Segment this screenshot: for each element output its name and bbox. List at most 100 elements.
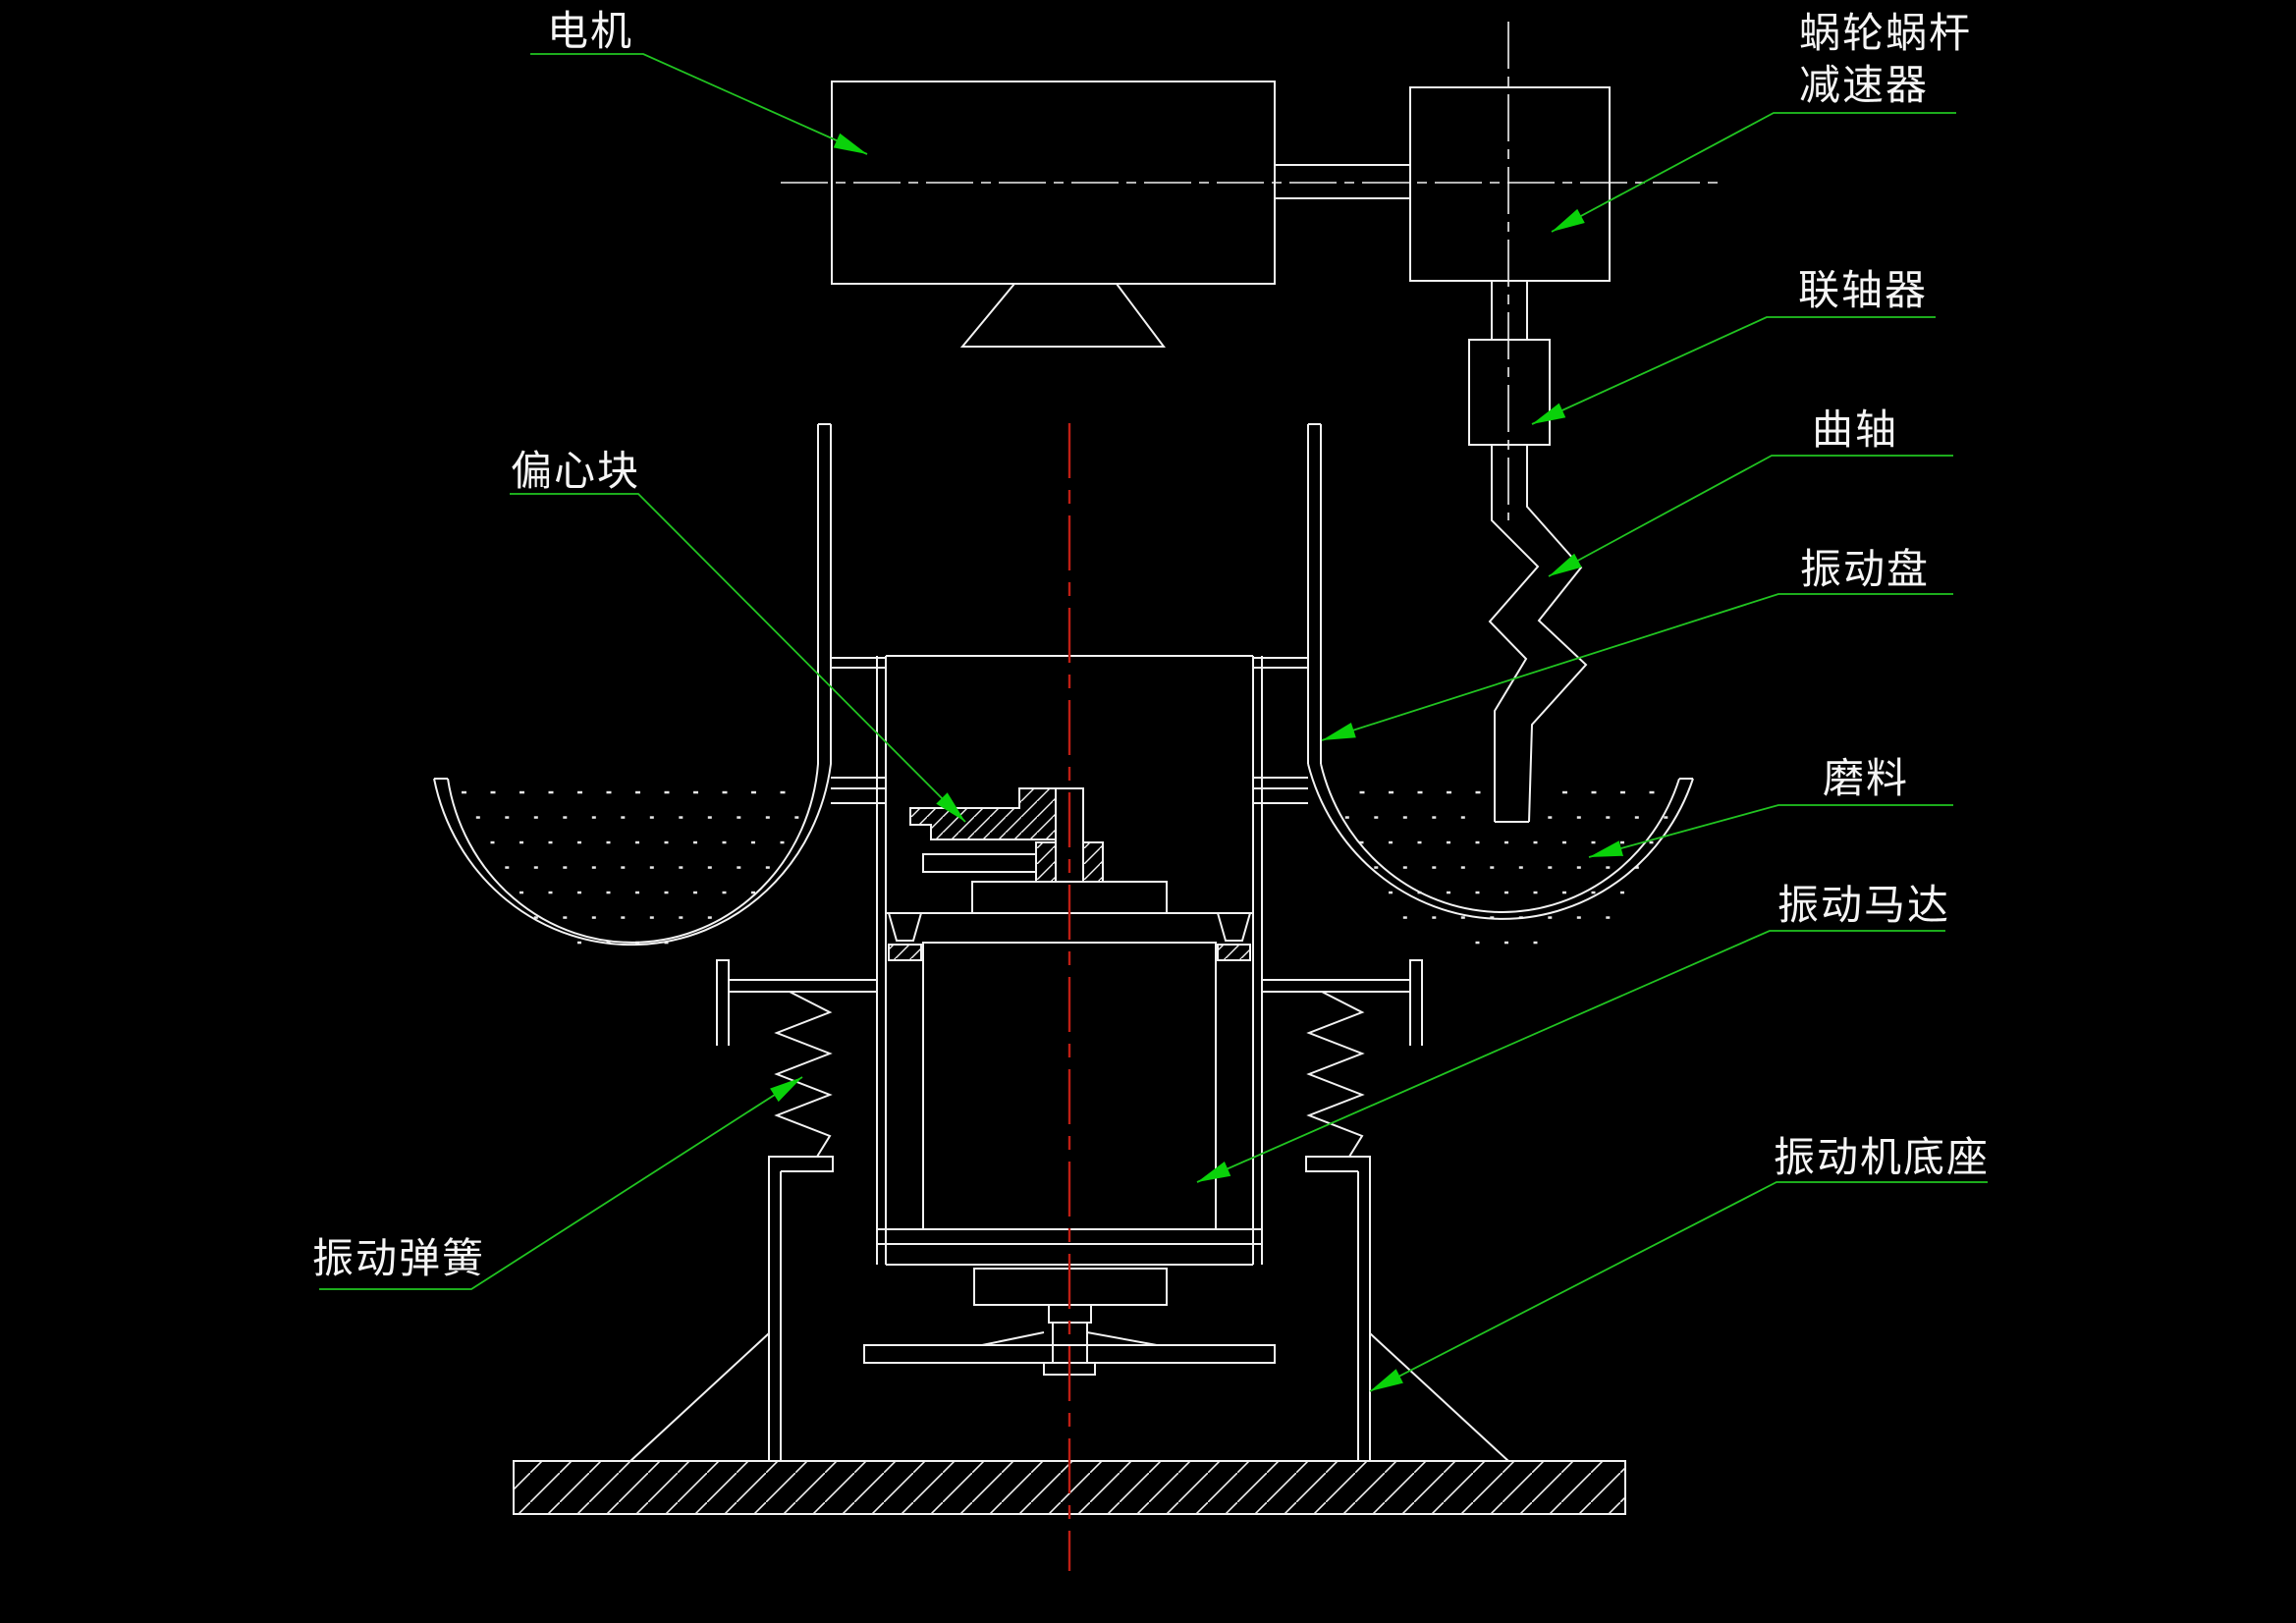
arrowhead-vibration-plate: [1322, 723, 1356, 740]
media-dot: [780, 790, 786, 794]
right-bowl-outer-wall: [1307, 424, 1694, 920]
media-dot: [794, 816, 799, 819]
arrowhead-worm-gear-reducer: [1552, 208, 1585, 232]
media-dot: [621, 816, 626, 819]
leader-vibration-motor: [1196, 930, 1945, 1183]
worm-gear-reducer-outline: [1409, 86, 1611, 282]
media-dot: [1562, 840, 1566, 844]
cone-pad-right: [1217, 944, 1251, 961]
media-dot: [765, 816, 770, 819]
right-arm-post: [1409, 959, 1423, 1046]
media-dot: [1518, 866, 1523, 869]
media-dot: [1576, 916, 1581, 919]
media-dot: [591, 866, 596, 869]
left-arm-post: [716, 959, 730, 1046]
media-dot: [1475, 941, 1480, 945]
media-dot: [1460, 866, 1465, 869]
fan-wing-left: [981, 1331, 1045, 1346]
media-dot: [1447, 891, 1450, 894]
arrowhead-vibration-spring: [770, 1077, 802, 1103]
media-dot: [649, 916, 654, 919]
leader-machine-base: [1369, 1181, 1988, 1392]
media-dot: [1475, 840, 1480, 844]
right-vibration-spring: [1306, 991, 1365, 1158]
media-dot: [621, 916, 626, 919]
media-dot: [664, 840, 669, 844]
leader-vibration-plate: [1321, 593, 1953, 741]
media-dot: [490, 790, 496, 794]
arrowhead-eccentric-block: [936, 792, 965, 822]
media-dot: [519, 891, 523, 894]
media-dot: [1432, 816, 1437, 819]
label-vibration-plate: 振动盘: [1800, 546, 1930, 592]
cone-pad-left: [888, 944, 922, 961]
arrowhead-abrasive: [1589, 840, 1623, 857]
vibration-springs: [774, 991, 1365, 1158]
media-dot: [679, 916, 683, 919]
media-dot: [606, 891, 611, 894]
media-dot: [664, 790, 670, 794]
media-dot: [1533, 840, 1538, 844]
media-dot: [563, 816, 568, 819]
media-dot: [722, 840, 727, 844]
media-dot: [1504, 840, 1508, 844]
media-dot: [490, 840, 495, 844]
label-motor: 电机: [547, 8, 633, 54]
vibration-tub: [433, 423, 1694, 1265]
media-dot: [1359, 790, 1365, 794]
media-dot: [1533, 941, 1538, 945]
media-dot: [548, 840, 553, 844]
left-vibration-spring: [774, 991, 833, 1158]
leader-eccentric-block: [510, 493, 966, 823]
label-worm-gear-reducer-line1: 蜗轮蜗杆: [1799, 10, 1972, 56]
pedestal-right-flange: [1305, 1156, 1371, 1172]
media-dot: [1606, 866, 1611, 869]
media-dot: [577, 941, 581, 945]
leader-motor: [530, 53, 868, 155]
arrowhead-crankshaft: [1549, 553, 1582, 576]
media-dot: [1664, 816, 1668, 819]
media-dot: [533, 816, 538, 819]
media-dot: [1548, 916, 1553, 919]
media-dot: [1389, 840, 1393, 844]
media-dot: [664, 891, 669, 894]
right-leg: [1369, 1332, 1509, 1462]
drive-unit: [781, 22, 1723, 823]
media-dot: [664, 941, 669, 945]
media-dot: [1417, 790, 1423, 794]
media-dot: [1649, 790, 1655, 794]
left-bracket-lines: [831, 777, 886, 804]
media-dot: [577, 790, 582, 794]
media-dot: [1475, 891, 1480, 894]
media-dot: [693, 891, 697, 894]
media-dot: [577, 840, 581, 844]
label-abrasive: 磨料: [1823, 755, 1909, 801]
media-dot: [707, 866, 712, 869]
eccentric-block-hatched: [909, 787, 1057, 840]
shaft-collar-right: [1082, 841, 1104, 883]
media-dot: [1359, 840, 1364, 844]
label-coupling: 联轴器: [1798, 267, 1928, 313]
media-dot: [707, 916, 712, 919]
motor-mount-trapezoid: [959, 283, 1166, 348]
media-dot: [1606, 816, 1611, 819]
label-vibration-motor: 振动马达: [1777, 882, 1950, 928]
media-dot: [751, 840, 755, 844]
coupling-outline: [1468, 339, 1551, 446]
label-crankshaft: 曲轴: [1812, 406, 1898, 453]
media-dot: [606, 790, 612, 794]
arrowhead-vibration-motor: [1197, 1162, 1231, 1182]
media-dot: [751, 790, 756, 794]
fan-wing-right: [1086, 1331, 1158, 1346]
leader-crankshaft: [1548, 455, 1953, 577]
media-dot: [1620, 840, 1624, 844]
media-dot: [1649, 840, 1654, 844]
arrowhead-motor: [833, 133, 867, 154]
media-dot: [519, 790, 524, 794]
label-eccentric-block: 偏心块: [511, 448, 640, 494]
media-dot: [722, 891, 727, 894]
pedestal-left-flange: [768, 1156, 834, 1172]
media-dot: [505, 866, 510, 869]
